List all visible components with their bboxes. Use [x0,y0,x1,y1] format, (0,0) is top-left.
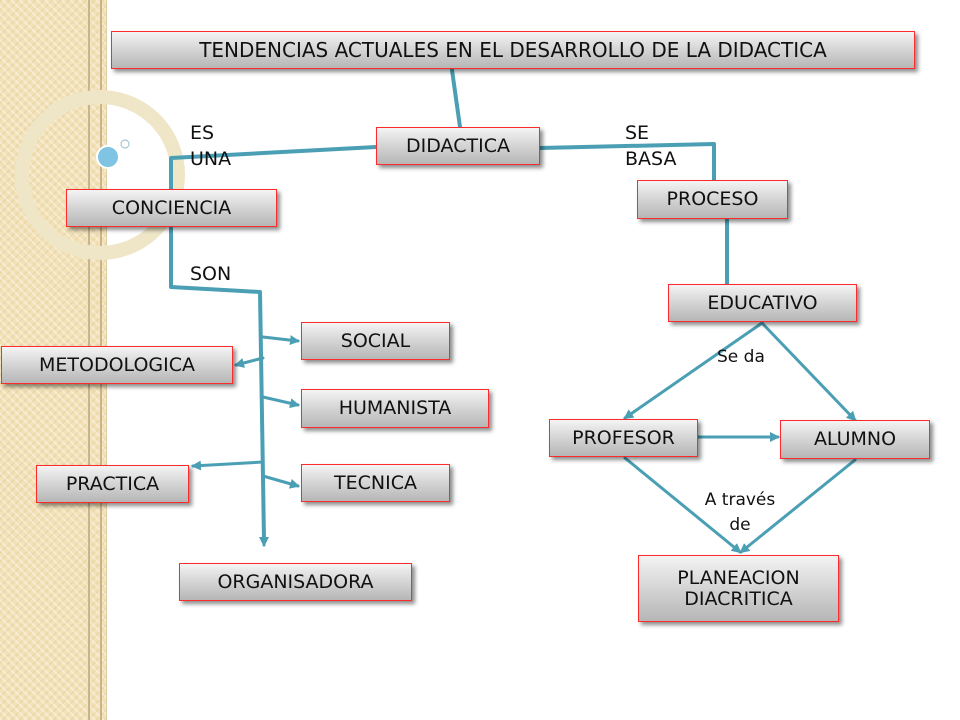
arrow-to-social [261,335,300,346]
arrow-to-tecnica [261,474,300,489]
son-label: SON [190,263,232,285]
a-traves-de-label: A través de [704,490,776,535]
tecnica-node: TECNICA [301,464,450,502]
arrow-to-practica [191,460,265,471]
social-node: SOCIAL [301,322,450,360]
arrow-profesor-planeacion [623,456,742,554]
organisadora-node: ORGANISADORA [179,563,412,601]
connector-conciencia-bus [169,226,266,542]
proceso-node: PROCESO [637,180,788,219]
decorative-bubble [120,139,130,149]
decorative-bubble [96,145,120,169]
practica-node: PRACTICA [36,465,189,503]
connector-didactica-conciencia [169,145,378,192]
arrow-to-alumno [760,321,857,422]
educativo-node: EDUCATIVO [668,284,857,322]
connector-title-didactica [450,68,462,129]
arrow-to-metodologica [234,356,265,368]
se-basa-label: SE BASA [625,122,677,170]
planeacion-node: PLANEACION DIACRITICA [638,555,839,622]
arrow-alumno-planeacion [739,458,857,554]
alumno-node: ALUMNO [780,420,930,459]
metodologica-node: METODOLOGICA [1,346,233,384]
arrow-to-humanista [261,395,300,409]
decorative-ring [15,90,185,260]
didactica-node: DIDACTICA [376,127,540,165]
connector-didactica-proceso [538,142,716,182]
conciencia-node: CONCIENCIA [66,189,277,227]
es-una-label: ES UNA [190,122,232,170]
arrow-to-profesor [623,321,764,420]
se-da-label: Se da [717,347,765,367]
humanista-node: HUMANISTA [301,389,489,428]
title-node: TENDENCIAS ACTUALES EN EL DESARROLLO DE … [111,31,915,69]
profesor-node: PROFESOR [549,419,698,457]
